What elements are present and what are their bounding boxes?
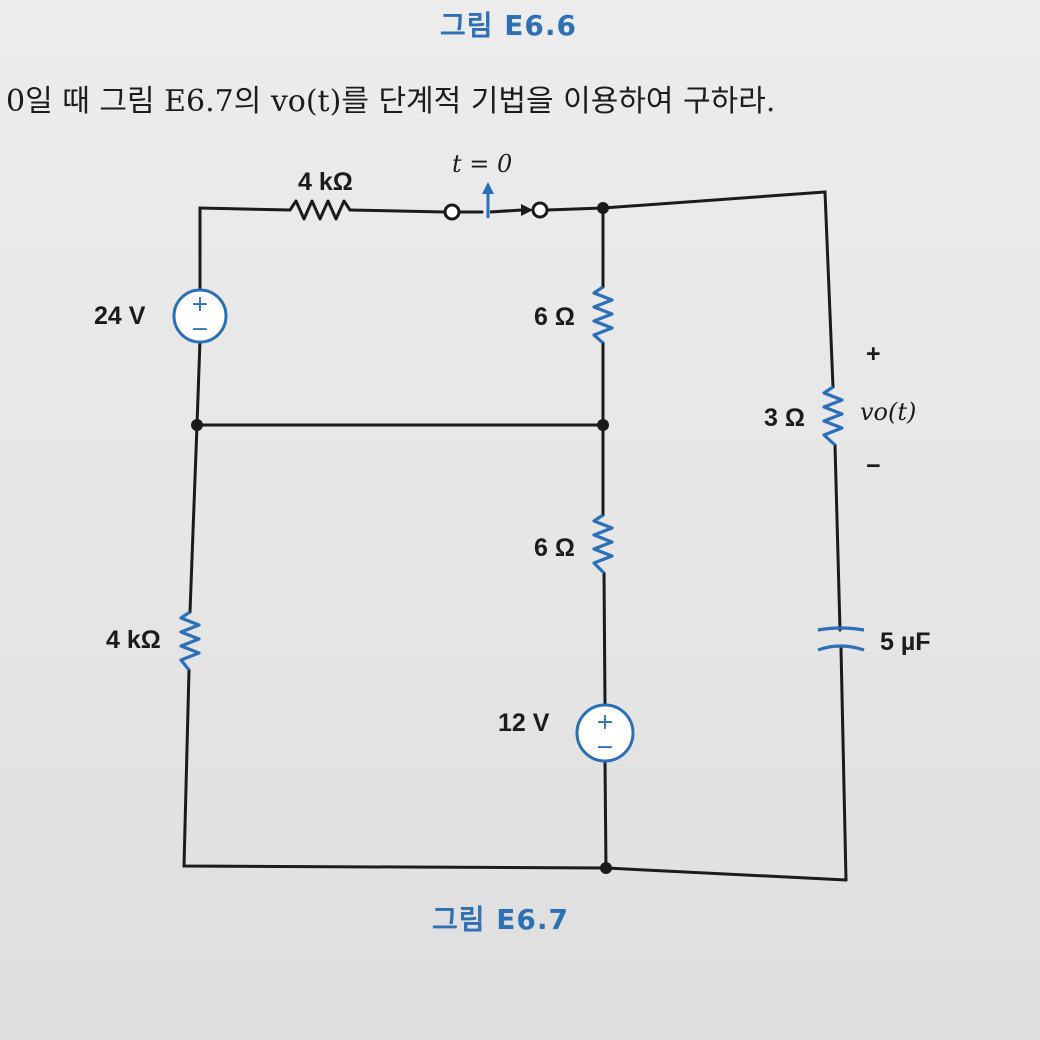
wire-left-lower	[188, 423, 199, 614]
source-24v-plus: +	[191, 292, 209, 317]
resistor-3-label: 3 Ω	[764, 404, 805, 432]
vo-plus-sign: +	[866, 340, 881, 368]
figure-caption-top: 그림 E6.6	[440, 9, 577, 42]
voltage-source-24v: + −	[172, 288, 228, 344]
wire-switch-to-node	[545, 206, 605, 212]
wire-left-mid	[195, 338, 202, 427]
voltage-source-12v: + −	[575, 703, 635, 763]
vo-label: vo(t)	[860, 398, 916, 426]
source-12v-plus: +	[596, 710, 614, 735]
node-left-mid	[191, 419, 203, 431]
source-24v-minus: −	[191, 317, 209, 342]
resistor-4k-top	[288, 199, 352, 221]
resistor-4k-left-label: 4 kΩ	[106, 626, 161, 654]
resistor-6-lower-label: 6 Ω	[534, 534, 575, 562]
resistor-4k-top-label: 4 kΩ	[298, 168, 353, 196]
wire-center-bottom	[603, 759, 608, 870]
wire-top-right	[601, 190, 835, 389]
node-top	[597, 202, 609, 214]
capacitor-5uf	[817, 626, 865, 652]
resistor-3	[822, 385, 844, 447]
wire-top-left	[198, 206, 292, 294]
wire-bottom-left	[182, 668, 608, 870]
resistor-6-upper-label: 6 Ω	[534, 303, 575, 331]
wire-center-lower	[602, 571, 607, 707]
switch	[443, 182, 549, 221]
wire-bottom-right	[604, 866, 848, 882]
wire-right-mid	[833, 443, 842, 632]
vo-minus-sign: −	[866, 452, 881, 480]
figure-caption-bottom: 그림 E6.7	[432, 903, 569, 936]
switch-label: t = 0	[452, 150, 512, 178]
source-12v-label: 12 V	[498, 709, 550, 737]
wire-right-bottom	[839, 646, 848, 882]
resistor-6-lower	[592, 513, 614, 575]
resistor-6-upper	[592, 285, 614, 345]
wire-to-switch	[348, 208, 447, 214]
node-bottom	[600, 862, 612, 874]
capacitor-label: 5 µF	[880, 628, 931, 656]
node-center-mid	[597, 419, 609, 431]
resistor-4k-left	[179, 610, 201, 671]
wires	[182, 190, 848, 882]
source-12v-minus: −	[596, 735, 614, 760]
source-24v-label: 24 V	[94, 302, 146, 330]
problem-statement: 0일 때 그림 E6.7의 vo(t)를 단계적 기법을 이용하여 구하라.	[6, 84, 776, 119]
